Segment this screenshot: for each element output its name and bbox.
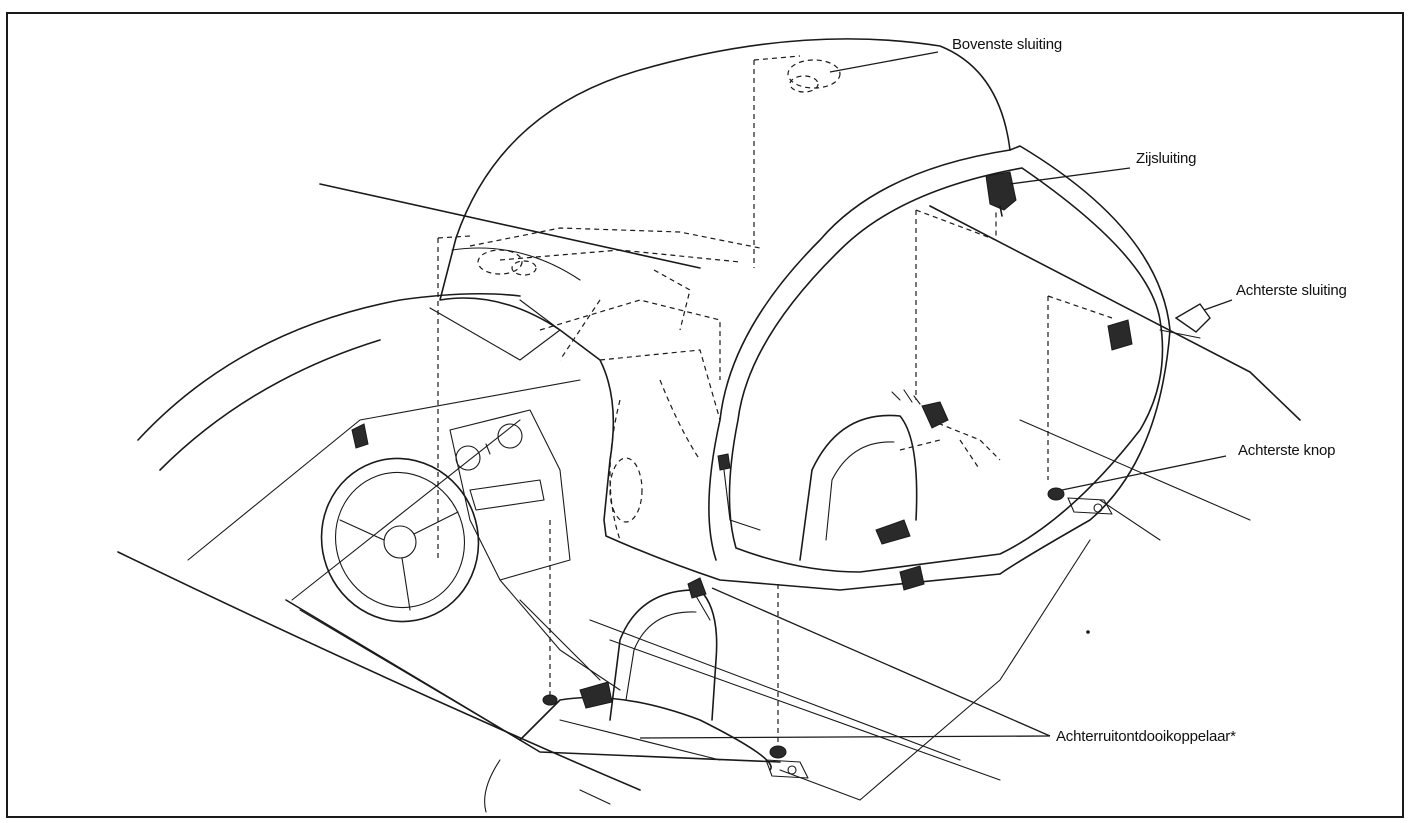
seats xyxy=(609,414,918,721)
rear-latch-part xyxy=(351,303,1211,709)
label-top-latch: Bovenste sluiting xyxy=(952,36,1063,53)
car-body xyxy=(117,183,1301,813)
steering-wheel xyxy=(320,457,480,623)
label-rear-knob: Achterste knop xyxy=(1238,442,1336,459)
label-side-latch: Zijsluiting xyxy=(1136,150,1197,167)
leader-lines xyxy=(639,51,1233,739)
diagram-frame xyxy=(6,12,1404,818)
hidden-interior xyxy=(469,227,1001,541)
dashboard xyxy=(449,409,621,691)
top-latch-part xyxy=(477,59,841,276)
defroster-connector-part xyxy=(687,453,761,621)
label-defroster-coupler: Achterruitontdooikoppelaar* xyxy=(1056,728,1236,745)
side-latch-part xyxy=(891,171,1017,429)
mounting-lines xyxy=(437,55,1113,744)
label-rear-latch: Achterste sluiting xyxy=(1236,282,1347,299)
hardtop-shell xyxy=(429,38,1171,771)
rear-knob-part xyxy=(542,487,1113,779)
stray-dot xyxy=(1086,630,1090,634)
